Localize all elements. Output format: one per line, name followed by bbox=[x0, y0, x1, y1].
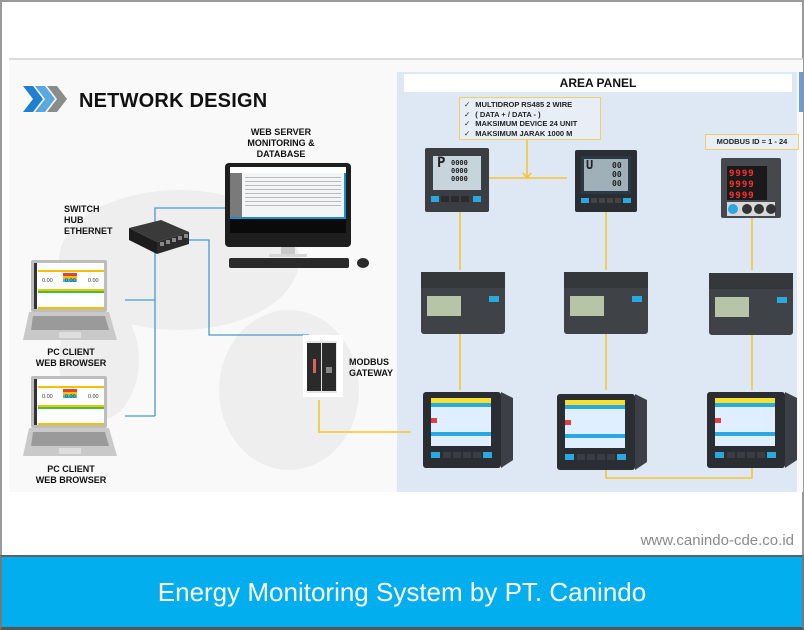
check-icon: ✓ bbox=[464, 100, 471, 109]
caption-bar: Energy Monitoring System by PT. Canindo bbox=[0, 555, 804, 630]
note-item: ✓MAKSIMUM JARAK 1000 M bbox=[464, 128, 573, 138]
web-server-label: WEB SERVER MONITORING & DATABASE bbox=[247, 127, 315, 159]
chevrons-icon bbox=[23, 86, 67, 112]
area-panel-title: AREA PANEL bbox=[404, 74, 792, 92]
link-switch-server bbox=[154, 207, 227, 228]
modbus-gateway-icon[interactable] bbox=[303, 335, 343, 397]
lcd-meter-2-readout: U 00 00 00 bbox=[586, 158, 622, 188]
rs485-links bbox=[318, 140, 753, 479]
din-rail-meter-2-icon[interactable] bbox=[562, 270, 650, 334]
switch-label: SWITCH HUB ETHERNET bbox=[64, 204, 113, 236]
led-meter-readout: 9999 9999 9999 bbox=[729, 169, 755, 201]
web-server-monitor-icon[interactable] bbox=[219, 163, 369, 273]
laptop-2-values: 0.00 0.00 0.00 bbox=[42, 394, 99, 400]
laptop-client-2-icon[interactable] bbox=[23, 376, 119, 462]
color-display-meter-3-icon[interactable] bbox=[707, 388, 799, 470]
color-display-meter-2-icon[interactable] bbox=[557, 390, 649, 472]
ethernet-switch-icon[interactable] bbox=[123, 218, 191, 258]
scrollbar-thumb[interactable] bbox=[799, 72, 803, 112]
gateway-label: MODBUS GATEWAY bbox=[349, 357, 394, 378]
lcd-power-meter-2-icon[interactable] bbox=[575, 148, 639, 214]
diagram-title: NETWORK DESIGN bbox=[79, 90, 268, 112]
pc-client-1-label: PC CLIENT WEB BROWSER bbox=[35, 347, 107, 368]
note-item: ✓MULTIDROP RS485 2 WIRE bbox=[464, 100, 573, 109]
link-switch-gateway bbox=[189, 239, 309, 336]
check-icon: ✓ bbox=[464, 119, 471, 128]
note-item: ✓( DATA + / DATA - ) bbox=[464, 109, 541, 119]
link-gateway-meter bbox=[318, 400, 411, 433]
lcd-meter-1-readout: P 0000 0000 0000 bbox=[437, 155, 468, 183]
link-bottom bbox=[605, 468, 753, 479]
modbus-id-box: MODBUS ID = 1 - 24 bbox=[705, 134, 799, 150]
din-rail-meter-1-icon[interactable] bbox=[419, 270, 507, 334]
caption-text: Energy Monitoring System by PT. Canindo bbox=[157, 577, 647, 607]
rs485-notes-box: ✓MULTIDROP RS485 2 WIRE ✓( DATA + / DATA… bbox=[459, 97, 601, 140]
led-power-meter-icon[interactable] bbox=[721, 156, 783, 220]
ethernet-links bbox=[125, 207, 309, 417]
color-display-meter-1-icon[interactable] bbox=[423, 388, 515, 470]
laptop-1-values: 0.00 0.00 0.00 bbox=[42, 278, 99, 284]
lcd-power-meter-1-icon[interactable] bbox=[425, 146, 493, 212]
laptop-client-1-icon[interactable] bbox=[23, 260, 119, 346]
note-item: ✓MAKSIMUM DEVICE 24 UNIT bbox=[464, 119, 578, 128]
check-icon: ✓ bbox=[464, 128, 471, 138]
pc-client-2-label: PC CLIENT WEB BROWSER bbox=[35, 464, 107, 485]
network-diagram: AREA PANEL NETWORK DESIGN bbox=[9, 58, 803, 492]
check-icon: ✓ bbox=[464, 109, 471, 119]
din-rail-meter-3-icon[interactable] bbox=[707, 271, 795, 335]
website-url[interactable]: www.canindo-cde.co.id bbox=[640, 532, 794, 549]
connection-lines bbox=[125, 140, 753, 479]
